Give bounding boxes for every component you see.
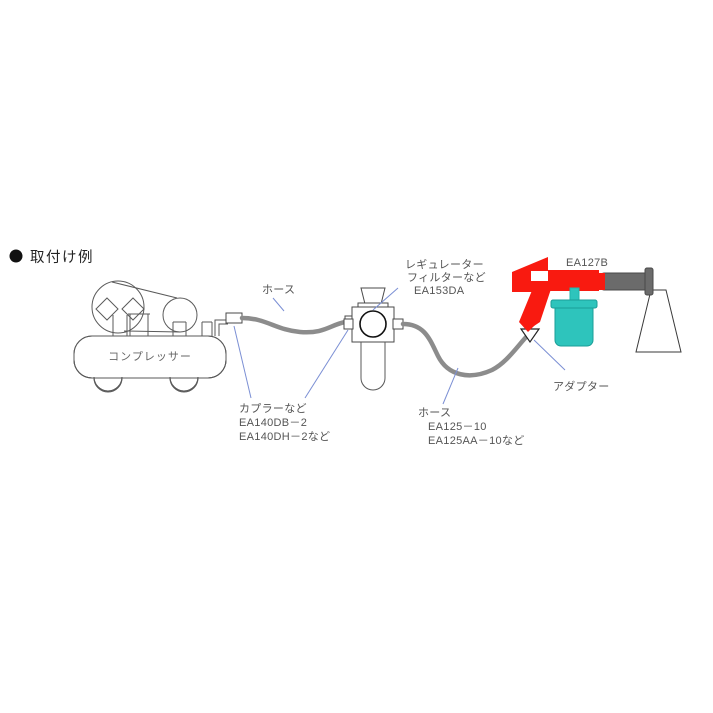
leader-adapter — [533, 339, 566, 371]
leader-hose-right — [442, 367, 459, 405]
compressor-belt-top — [111, 281, 178, 299]
leader-regulator — [372, 287, 399, 311]
regulator-knob — [360, 287, 386, 305]
compressor-cylinder-right — [121, 297, 145, 321]
page-title: 取付け例 — [30, 249, 94, 266]
gun-barrel-red — [545, 270, 599, 291]
gun-handle — [521, 286, 552, 330]
label-adapter: アダプター — [553, 379, 610, 393]
label-hose-right-line2: EA125－10 — [428, 421, 487, 433]
compressor-leg-a — [129, 314, 149, 336]
label-coupler-line3: EA140DH－2など — [239, 430, 330, 443]
compressor-flywheel — [91, 280, 145, 334]
spray-cone — [635, 289, 682, 353]
leader-coupler-2 — [304, 329, 349, 399]
compressor-cylinder-left — [95, 297, 119, 321]
spray-gun-assembly — [512, 257, 682, 353]
compressor-leg-b — [172, 321, 187, 336]
compressor-belt-bottom — [123, 330, 181, 333]
coupler-left — [225, 312, 243, 324]
cup-body — [554, 307, 594, 347]
regulator-bowl — [360, 342, 386, 391]
leader-lines-group — [233, 287, 566, 405]
hose-left-line — [239, 315, 348, 335]
label-regulator-line2: フィルターなど — [407, 271, 486, 284]
label-hose-right-line1: ホース — [418, 406, 451, 419]
bullet-icon — [9, 249, 23, 263]
regulator-port-left — [343, 318, 354, 330]
wheel-arc-left — [93, 376, 123, 392]
label-gun-model: EA127B — [566, 257, 608, 269]
compressor-outlet-pipe-inner — [218, 323, 228, 336]
compressor-leg-c — [201, 321, 213, 336]
regulator-filter-unit — [343, 287, 404, 391]
label-hose-right-line3: EA125AA－10など — [428, 434, 525, 447]
compressor-crankcase — [112, 315, 128, 336]
tank-corner-br — [207, 356, 227, 379]
coupler-left-body — [225, 312, 243, 324]
gun-upper-block — [512, 257, 548, 292]
wheel-top-mask — [92, 360, 202, 377]
wheel-arc-right — [169, 376, 199, 392]
nozzle-collar — [596, 273, 605, 290]
gun-hook-notch — [531, 271, 548, 281]
nozzle-flange — [644, 267, 654, 296]
label-regulator-line1: レギュレーター — [405, 258, 484, 271]
label-hose-left: ホース — [262, 283, 295, 296]
compressor-outlet-pipe — [214, 319, 228, 336]
page-title-group: 取付け例 — [9, 249, 94, 266]
hose-right-line — [400, 321, 530, 378]
compressor-illustration: コンプレッサー — [73, 280, 228, 393]
leader-coupler — [233, 325, 252, 399]
label-coupler-line1: カプラーなど — [239, 402, 307, 415]
compressor-motor-pulley — [162, 297, 198, 333]
compressor-label: コンプレッサー — [108, 350, 192, 363]
label-coupler-line2: EA140DB－2 — [239, 417, 307, 429]
label-regulator-line3: EA153DA — [414, 285, 465, 297]
nozzle-barrel — [600, 272, 650, 291]
tank-corner-bl — [73, 356, 93, 379]
cup-lid — [550, 299, 598, 309]
regulator-gauge — [359, 310, 387, 338]
labels-group: ホース カプラーなど EA140DB－2 EA140DH－2など レギュレーター… — [239, 257, 610, 447]
leader-hose-left — [272, 297, 285, 312]
